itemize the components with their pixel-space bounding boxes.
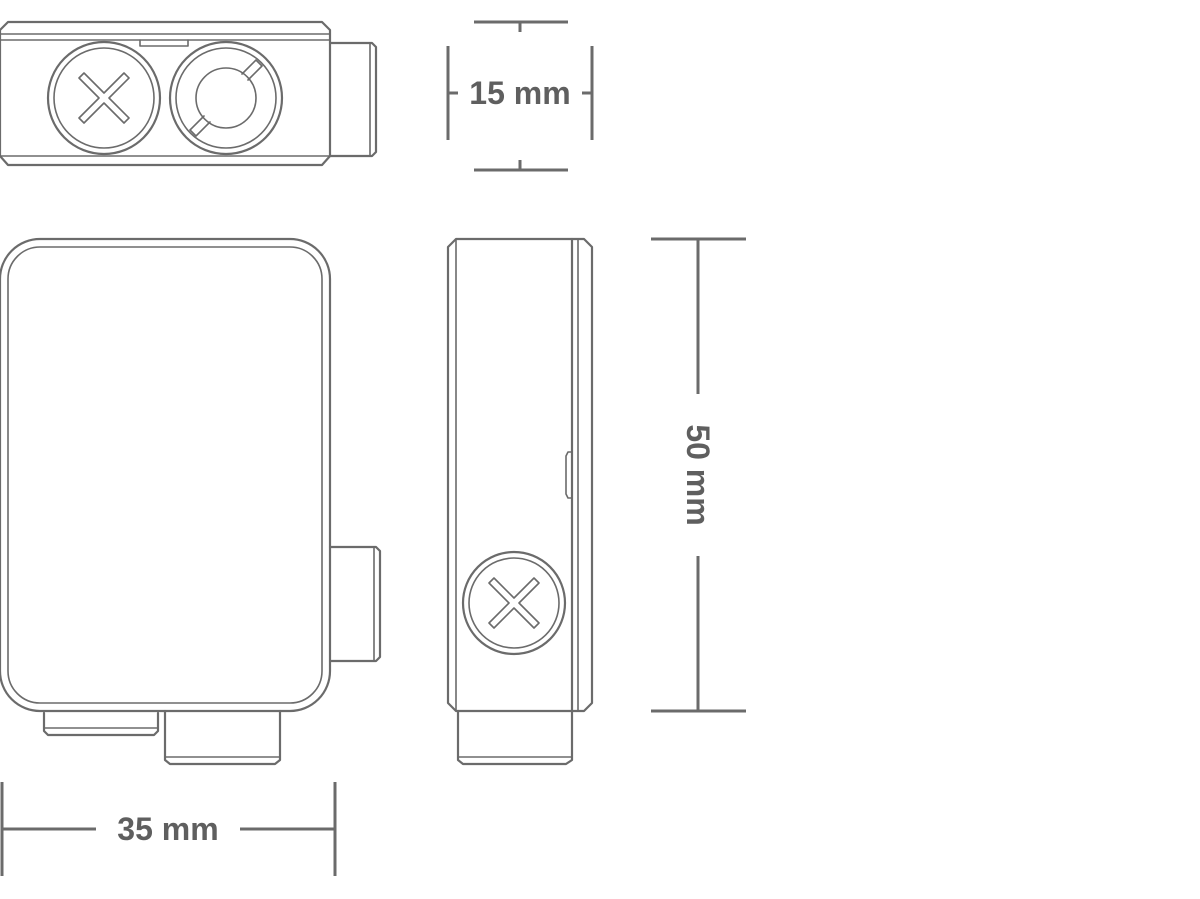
x-mark-icon [46,40,162,156]
front-view [0,237,382,766]
x-mark-icon [461,550,567,656]
height-dimension: 50 mm [651,237,746,713]
thickness-label: 15 mm [469,75,570,111]
top-view [0,20,378,167]
side-view-body [446,237,574,713]
front-view-side-connector [328,545,382,663]
side-view-rim [570,237,594,713]
width-dimension: 35 mm [0,782,337,876]
front-view-face [7,246,323,704]
front-view-bottom-tab [42,711,160,737]
top-view-tab [139,39,189,47]
top-view-connector [328,41,378,158]
power-slash-icon [168,40,284,156]
width-label: 35 mm [117,811,218,847]
height-label: 50 mm [680,424,716,525]
side-view-tab [565,451,573,499]
side-view-bottom-connector [456,709,574,766]
top-view-body [0,20,332,167]
front-view-body [0,237,332,713]
side-view [446,237,594,766]
thickness-dimension: 15 mm [446,20,594,172]
front-view-bottom-connector [163,709,282,766]
